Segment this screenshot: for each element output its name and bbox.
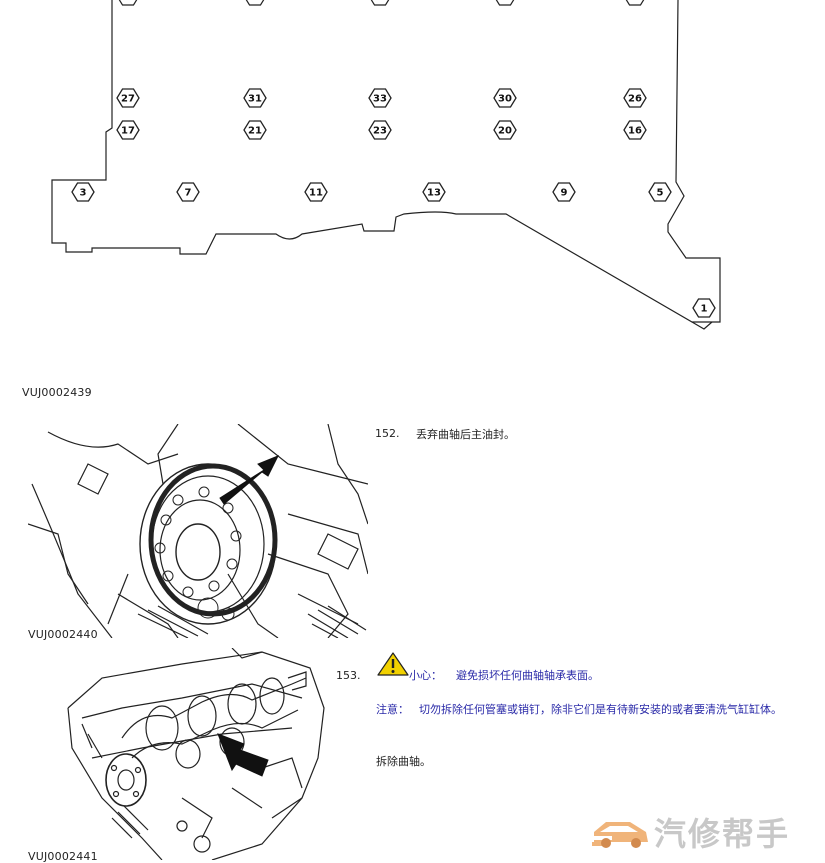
bolt-hex xyxy=(176,182,200,202)
bolt-hex xyxy=(623,120,647,140)
bolt-number-label: 13 xyxy=(427,188,441,199)
caution-label: 小心： xyxy=(409,669,442,682)
crankshaft-illustration xyxy=(67,648,325,860)
bolt-number-label: 1 xyxy=(701,304,708,315)
watermark: 汽修帮手 xyxy=(590,812,822,856)
note-block: 注意： 切勿拆除任何管塞或销钉，除非它们是有待新安装的或者要清洗气缸缸体。 xyxy=(376,703,825,717)
bolt-hex-partial xyxy=(625,0,645,6)
bolt-hex xyxy=(493,120,517,140)
bolt-hex xyxy=(304,182,328,202)
note-text: 切勿拆除任何管塞或销钉，除非它们是有待新安装的或者要清洗气缸缸体。 xyxy=(419,703,782,716)
bolt-group: 27 31 33 30 26 17 21 23 20 16 3 7 11 13 9 5 1 xyxy=(71,0,716,318)
action-text-153: 拆除曲轴。 xyxy=(376,755,431,768)
rear-oil-seal-illustration xyxy=(28,424,368,638)
bolt-hex-partial xyxy=(118,0,138,6)
bolt-hex xyxy=(623,88,647,108)
bolt-hex xyxy=(116,88,140,108)
bolt-hex xyxy=(116,120,140,140)
bolt-hex xyxy=(552,182,576,202)
bolt-sequence-diagram: 27 31 33 30 26 17 21 23 20 16 3 7 11 13 9 5 1 xyxy=(51,0,721,330)
bolt-hex-partial xyxy=(370,0,390,6)
bolt-number-label: 20 xyxy=(498,126,512,137)
bolt-hex-partial xyxy=(495,0,515,6)
step-text-152: 丢弃曲轴后主油封。 xyxy=(416,428,515,441)
bolt-number-label: 16 xyxy=(628,126,642,137)
bolt-number-label: 17 xyxy=(121,126,135,137)
bolt-number-label: 3 xyxy=(80,188,87,199)
bolt-number-label: 23 xyxy=(373,126,387,137)
step-number-152: 152. xyxy=(375,427,400,440)
bolt-hex xyxy=(422,182,446,202)
figure-caption-3: VUJ0002441 xyxy=(28,850,98,863)
bolt-number-label: 26 xyxy=(628,94,642,105)
caution-text: 避免损坏任何曲轴轴承表面。 xyxy=(456,669,599,682)
bolt-hex xyxy=(368,88,392,108)
bolt-number-label: 9 xyxy=(561,188,568,199)
bolt-number-label: 27 xyxy=(121,94,135,105)
bolt-number-label: 21 xyxy=(248,126,262,137)
bolt-number-label: 31 xyxy=(248,94,262,105)
bolt-number-label: 5 xyxy=(657,188,664,199)
bolt-number-label: 11 xyxy=(309,188,323,199)
bolt-number-label: 33 xyxy=(373,94,387,105)
warning-triangle-icon xyxy=(377,652,409,676)
bolt-hex xyxy=(493,88,517,108)
watermark-text: 汽修帮手 xyxy=(654,815,791,853)
car-logo-icon xyxy=(592,822,648,848)
figure-caption-2: VUJ0002440 xyxy=(28,628,98,641)
bolt-hex-partial xyxy=(245,0,265,6)
bolt-hex xyxy=(368,120,392,140)
bolt-hex xyxy=(648,182,672,202)
bolt-hex xyxy=(692,298,716,318)
bolt-hex xyxy=(243,88,267,108)
bolt-number-label: 30 xyxy=(498,94,512,105)
bolt-hex xyxy=(71,182,95,202)
bolt-number-label: 7 xyxy=(185,188,192,199)
step-number-153: 153. xyxy=(336,669,361,682)
bolt-hex xyxy=(243,120,267,140)
figure-caption-1: VUJ0002439 xyxy=(22,386,92,399)
note-label: 注意： xyxy=(376,703,409,716)
